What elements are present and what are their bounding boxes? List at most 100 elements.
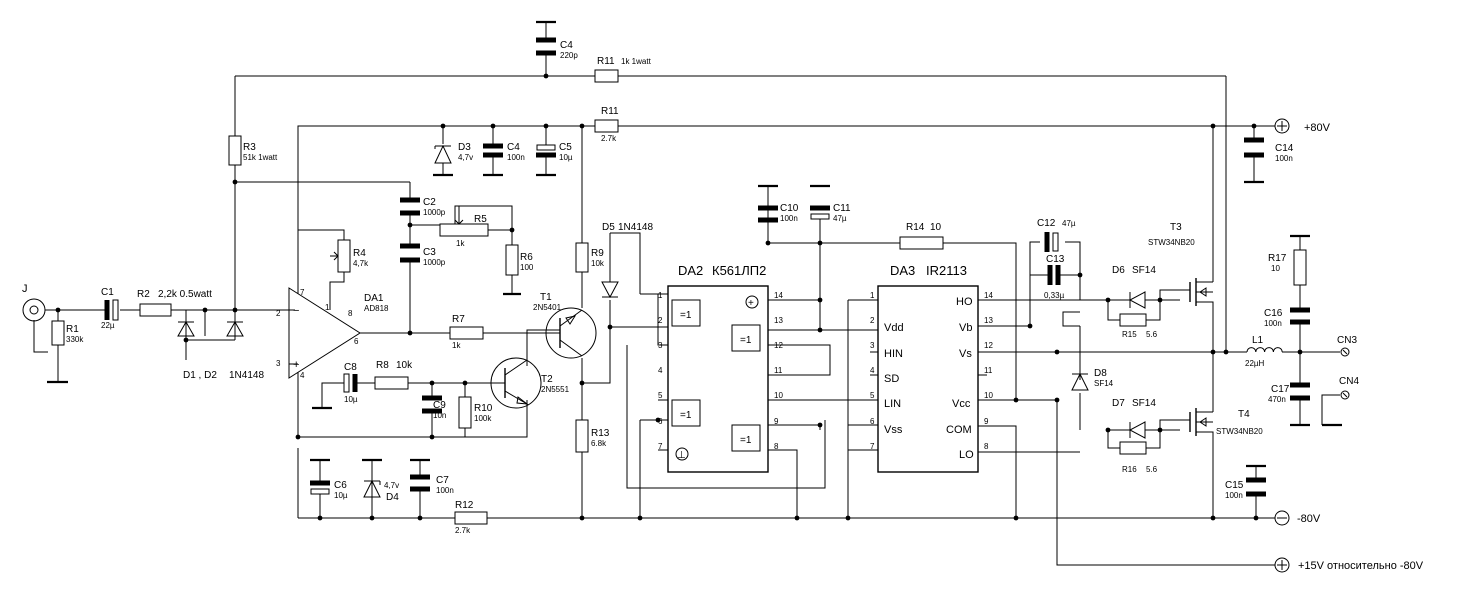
transistor-t2: T2 2N5551: [490, 357, 570, 409]
svg-text:6: 6: [354, 337, 359, 346]
svg-text:C2: C2: [423, 197, 436, 208]
svg-text:−: −: [293, 305, 299, 317]
capacitor-c4-220p: C4 220p: [536, 37, 578, 60]
svg-text:T4: T4: [1238, 409, 1250, 420]
resistor-r12: R12 2.7k: [454, 500, 488, 535]
svg-text:DA1: DA1: [364, 293, 384, 304]
svg-text:R15: R15: [1122, 330, 1137, 339]
svg-text:5: 5: [870, 391, 875, 400]
svg-text:R17: R17: [1268, 253, 1287, 264]
mosfet-t4: T4 STW34NB20: [1189, 405, 1263, 440]
svg-text:1N4148: 1N4148: [618, 222, 653, 233]
capacitor-c17: C17 470n: [1268, 382, 1310, 404]
svg-text:4: 4: [658, 366, 663, 375]
svg-text:DA3: DA3: [890, 263, 915, 278]
opamp-da1: − + DA1 AD818 7 1 2 3 8 6 4: [276, 287, 389, 380]
svg-text:R8: R8: [376, 360, 389, 371]
svg-text:100n: 100n: [1275, 154, 1293, 163]
svg-text:C1: C1: [101, 287, 114, 298]
input-connector-j: J: [22, 283, 47, 322]
capacitor-c15: C15 100n: [1225, 477, 1266, 500]
svg-text:10µ: 10µ: [334, 491, 348, 500]
resistor-r11-2k7: R11 2.7k: [594, 106, 619, 143]
svg-text:Vdd: Vdd: [884, 322, 904, 334]
svg-text:4: 4: [870, 366, 875, 375]
svg-text:10: 10: [1271, 264, 1280, 273]
svg-text:2.7k: 2.7k: [601, 134, 617, 143]
svg-text:12: 12: [984, 341, 993, 350]
svg-text:1k 1watt: 1k 1watt: [621, 57, 652, 66]
svg-text:D6: D6: [1112, 265, 1125, 276]
svg-text:COM: COM: [946, 424, 972, 436]
svg-text:100n: 100n: [780, 214, 798, 223]
capacitor-c4-100n: C4 100n: [483, 142, 525, 162]
svg-text:14: 14: [984, 291, 993, 300]
svg-text:11: 11: [984, 366, 993, 375]
svg-text:Vs: Vs: [959, 348, 972, 360]
svg-text:4,7v: 4,7v: [458, 153, 473, 162]
potentiometer-r5: R5 1k: [439, 206, 489, 248]
svg-text:3: 3: [658, 341, 663, 350]
diode-d6: D6 SF14 R15 5.6: [1108, 265, 1160, 339]
capacitor-c14: C14 100n: [1244, 137, 1294, 163]
svg-text:0,33µ: 0,33µ: [1044, 291, 1065, 300]
svg-text:=1: =1: [680, 410, 692, 421]
svg-text:13: 13: [984, 316, 993, 325]
svg-text:5.6: 5.6: [1146, 465, 1158, 474]
svg-text:9: 9: [774, 417, 779, 426]
svg-text:C14: C14: [1275, 143, 1294, 154]
svg-text:6: 6: [658, 417, 663, 426]
transistor-t1: T1 2N5401: [533, 292, 597, 359]
svg-text:51k 1watt: 51k 1watt: [243, 153, 278, 162]
svg-text:10k: 10k: [396, 360, 413, 371]
resistor-r2: R2 2,2k 0.5watt: [137, 289, 212, 317]
svg-text:1000p: 1000p: [423, 258, 446, 267]
capacitor-c1: C1 22µ: [101, 287, 119, 330]
svg-text:C3: C3: [423, 247, 436, 258]
svg-text:C10: C10: [780, 203, 799, 214]
capacitor-c10: C10 100n: [758, 203, 799, 223]
svg-text:2N5401: 2N5401: [533, 303, 562, 312]
svg-text:4,7v: 4,7v: [384, 481, 399, 490]
svg-text:HO: HO: [956, 296, 973, 308]
inductor-l1: L1 22µH: [1245, 335, 1283, 368]
svg-text:R12: R12: [455, 500, 474, 511]
svg-text:5.6: 5.6: [1146, 330, 1158, 339]
svg-text:1000p: 1000p: [423, 208, 446, 217]
svg-text:C17: C17: [1271, 384, 1290, 395]
svg-text:⊥: ⊥: [677, 450, 686, 461]
svg-text:R4: R4: [353, 248, 366, 259]
resistor-r3: R3 51k 1watt: [228, 135, 278, 166]
svg-text:47µ: 47µ: [833, 214, 847, 223]
svg-text:LO: LO: [959, 449, 974, 461]
svg-text:LIN: LIN: [884, 398, 901, 410]
svg-text:К561ЛП2: К561ЛП2: [712, 263, 766, 278]
svg-text:8: 8: [984, 442, 989, 451]
resistor-r17: R17 10: [1268, 249, 1307, 286]
svg-text:C12: C12: [1037, 218, 1056, 229]
svg-text:R6: R6: [520, 252, 533, 263]
svg-text:2: 2: [276, 309, 281, 318]
resistor-r14: R14 10: [899, 222, 944, 250]
svg-text:1N4148: 1N4148: [229, 370, 264, 381]
svg-text:+15V относительно -80V: +15V относительно -80V: [1298, 560, 1424, 572]
svg-text:C5: C5: [559, 142, 572, 153]
svg-text:STW34NB20: STW34NB20: [1148, 238, 1195, 247]
svg-text:+: +: [293, 359, 299, 371]
svg-text:C4: C4: [507, 142, 520, 153]
capacitor-c5: C5 10µ: [536, 142, 573, 162]
rail-plus-15v: +15V относительно -80V: [1270, 557, 1424, 573]
svg-text:D7: D7: [1112, 398, 1125, 409]
svg-text:D8: D8: [1094, 368, 1107, 379]
svg-text:C6: C6: [334, 480, 347, 491]
svg-text:C7: C7: [436, 475, 449, 486]
svg-text:10: 10: [930, 222, 942, 233]
resistor-r10: R10 100k: [458, 396, 493, 429]
svg-text:Vcc: Vcc: [952, 398, 971, 410]
rail-minus-80v: -80V: [1268, 510, 1321, 526]
svg-text:SD: SD: [884, 373, 899, 385]
svg-text:IR2113: IR2113: [926, 263, 967, 278]
svg-text:D1 , D2: D1 , D2: [183, 370, 217, 381]
svg-text:CN4: CN4: [1339, 376, 1359, 387]
